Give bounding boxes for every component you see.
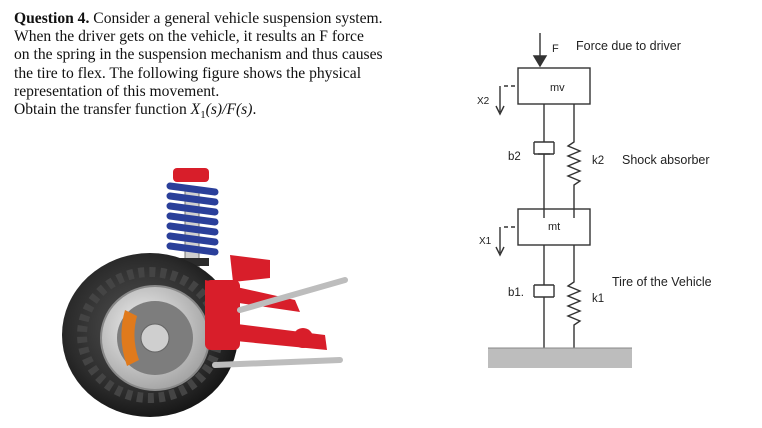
tire-caption: Tire of the Vehicle xyxy=(612,275,712,289)
control-arms xyxy=(205,255,327,350)
suspension-photo xyxy=(62,168,348,417)
question-line-1-text: Consider a general vehicle suspension sy… xyxy=(93,10,383,27)
question-task: Obtain the transfer function X1(s)/F(s). xyxy=(14,101,257,122)
lower-damper xyxy=(533,284,555,348)
question-line-1: Question 4. Consider a general vehicle s… xyxy=(14,10,444,28)
transfer-function: X1(s)/F(s) xyxy=(190,101,253,122)
question-line-2: When the driver gets on the vehicle, it … xyxy=(14,28,364,46)
x2-label: X2 xyxy=(477,96,490,107)
question-line-4: the tire to flex. The following figure s… xyxy=(14,64,362,82)
shock-absorber-caption: Shock absorber xyxy=(622,153,710,167)
k2-label: k2 xyxy=(592,155,604,167)
question-line-3: on the spring in the suspension mechanis… xyxy=(14,46,383,64)
tie-rods xyxy=(212,277,348,368)
x1-displacement-arrow-icon xyxy=(495,226,515,257)
k1-label: k1 xyxy=(592,293,604,305)
lower-spring xyxy=(566,275,582,348)
force-symbol-label: F xyxy=(552,43,559,55)
brake-caliper xyxy=(121,310,139,366)
question-number: Question 4. xyxy=(14,10,90,27)
force-caption: Force due to driver xyxy=(576,39,681,53)
force-arrow-icon xyxy=(532,33,548,68)
upper-spring xyxy=(566,136,582,218)
b1-label: b1. xyxy=(508,287,524,299)
b2-label: b2 xyxy=(508,151,521,163)
question-text: Question 4. Consider a general vehicle s… xyxy=(14,10,444,124)
upper-damper xyxy=(533,141,555,218)
x2-displacement-arrow-icon xyxy=(495,85,515,116)
x1-label: X1 xyxy=(479,236,492,247)
lower-mass-label: mt xyxy=(548,221,560,233)
suspension-model-diagram: F Force due to driver mv X2 b2 k2 Shock … xyxy=(477,33,712,368)
lower-mass-block xyxy=(517,208,591,246)
upper-mass-block xyxy=(517,67,591,105)
ground xyxy=(488,348,632,368)
upper-mass-label: mv xyxy=(550,82,565,94)
question-line-5: representation of this movement. xyxy=(14,82,220,100)
task-prefix: Obtain the transfer function xyxy=(14,101,191,119)
